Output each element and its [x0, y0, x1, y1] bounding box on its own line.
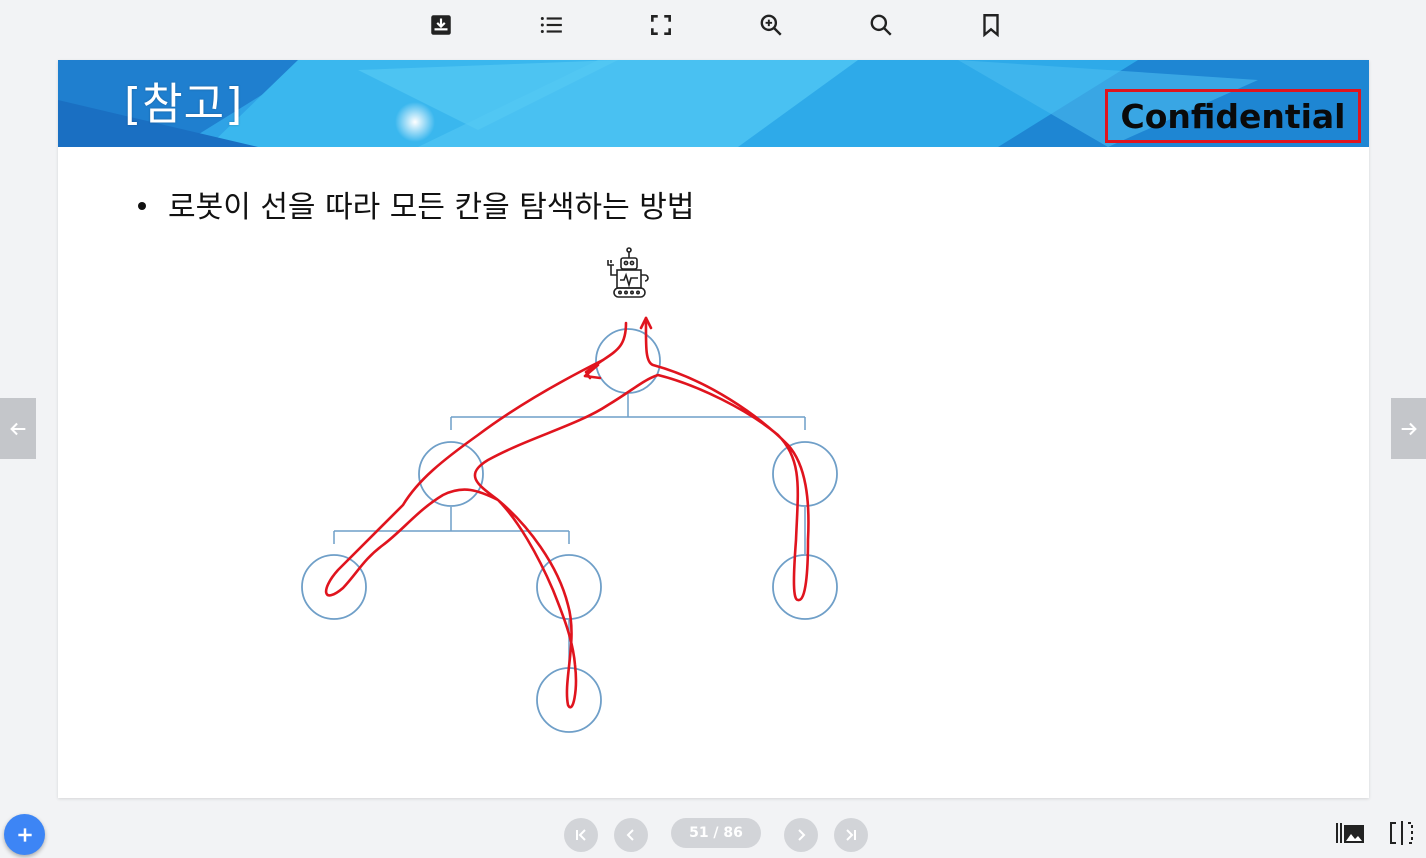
tree-diagram — [301, 247, 838, 733]
plus-icon — [17, 827, 32, 842]
confidential-text: Confidential — [1120, 96, 1346, 136]
arrow-left-icon — [10, 422, 26, 435]
page-indicator[interactable]: 51 / 86 — [671, 818, 761, 848]
tree-node-left-right — [536, 554, 602, 620]
slide-title: [참고] — [124, 79, 244, 130]
search-icon[interactable] — [865, 9, 897, 41]
tree-node-right-child — [772, 554, 838, 620]
bullet-dot — [138, 202, 146, 210]
chevron-right-icon — [798, 829, 806, 841]
bullet-item: 로봇이 선을 따라 모든 칸을 탐색하는 방법 — [138, 182, 694, 226]
zoom-in-icon[interactable] — [755, 9, 787, 41]
chevron-left-icon — [626, 829, 634, 841]
prev-page-button[interactable] — [614, 818, 648, 852]
prev-page-arrow[interactable] — [0, 398, 36, 459]
arrow-right-icon — [1401, 422, 1417, 435]
last-page-icon — [846, 829, 856, 841]
confidential-label: Confidential — [1105, 89, 1361, 143]
bookmark-icon[interactable] — [975, 9, 1007, 41]
slide-page: [참고] Confidential 로봇이 선을 따라 모든 칸을 탐색하는 방… — [58, 60, 1369, 798]
download-icon[interactable] — [425, 9, 457, 41]
bottom-bar: 51 / 86 — [0, 810, 1426, 858]
slide-banner — [58, 60, 1369, 147]
next-page-button[interactable] — [784, 818, 818, 852]
tree-connectors — [333, 393, 806, 667]
tree-node-left — [418, 441, 484, 507]
next-page-arrow[interactable] — [1391, 398, 1426, 459]
split-view-icon[interactable] — [1385, 818, 1419, 848]
list-icon[interactable] — [535, 9, 567, 41]
first-page-button[interactable] — [564, 818, 598, 852]
add-button[interactable] — [4, 814, 45, 855]
robot-icon — [607, 247, 649, 298]
tree-node-left-left — [301, 554, 367, 620]
tree-node-right — [772, 441, 838, 507]
bullet-text: 로봇이 선을 따라 모든 칸을 탐색하는 방법 — [168, 190, 695, 225]
first-page-icon — [576, 829, 586, 841]
fullscreen-icon[interactable] — [645, 9, 677, 41]
traversal-path — [324, 316, 810, 709]
last-page-button[interactable] — [834, 818, 868, 852]
top-toolbar — [0, 0, 1426, 50]
thumbnail-view-icon[interactable] — [1333, 818, 1367, 848]
